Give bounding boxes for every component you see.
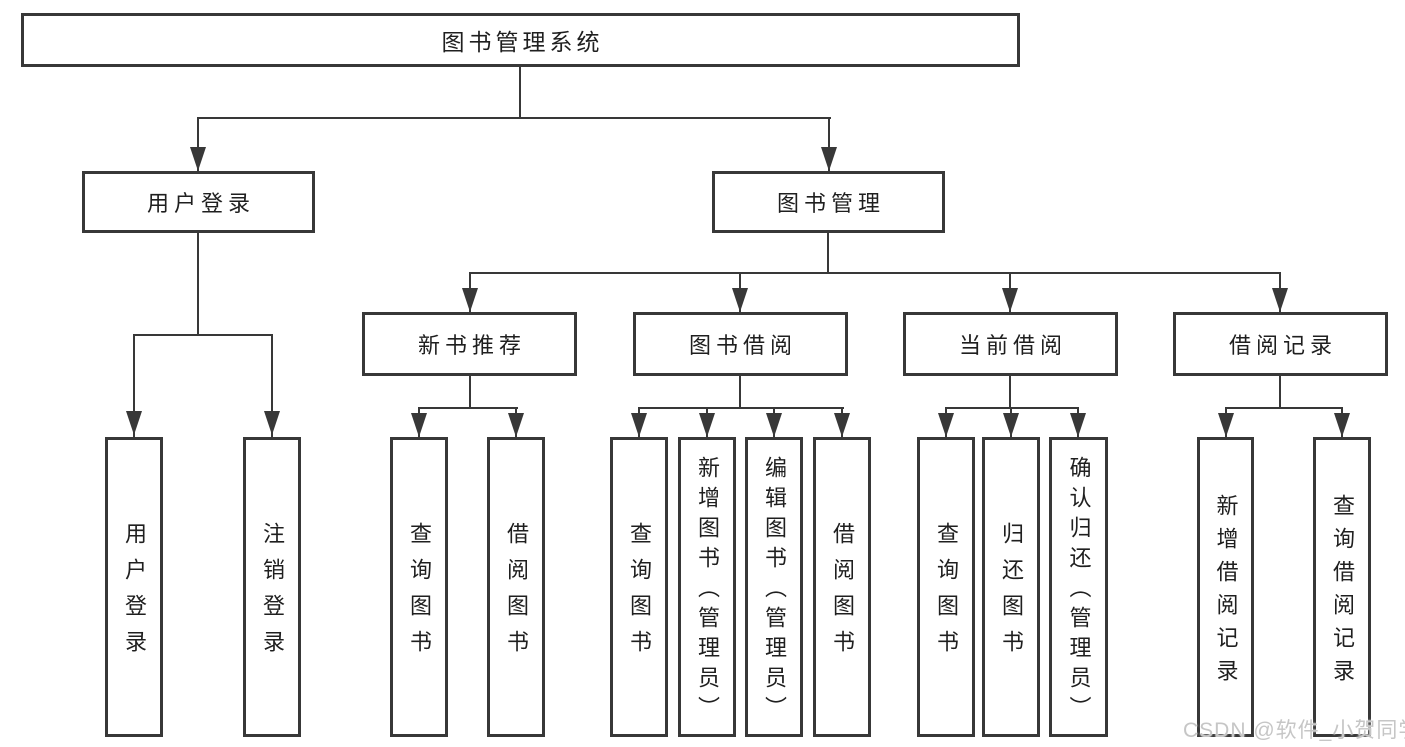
node-recommend-borrow-book: 借阅图书 [487, 437, 545, 737]
node-borrowing-edit-book: 编辑图书（管理员） [745, 437, 803, 737]
arrowhead-icon [699, 413, 715, 437]
node-borrowing-query-book-label: 查询图书 [627, 522, 652, 666]
arrowhead-icon [1070, 413, 1086, 437]
arrowhead-icon [1334, 413, 1350, 437]
edge-user-login-rail [133, 334, 273, 336]
edge-records-rail [1225, 407, 1343, 409]
node-recommend-query-book-label: 查询图书 [407, 522, 432, 666]
node-recommend-query-book: 查询图书 [390, 437, 448, 737]
node-current-return-book-label: 归还图书 [999, 522, 1024, 666]
node-login-label: 用户登录 [122, 522, 147, 666]
edge-borrowing-stem [739, 376, 741, 409]
arrowhead-icon [264, 411, 280, 435]
arrowhead-icon [126, 411, 142, 435]
edge-recommend-stem [469, 376, 471, 409]
node-book-management-branch-label: 图书管理 [776, 191, 885, 216]
node-records-query-record: 查询借阅记录 [1313, 437, 1371, 737]
node-current-borrowing: 当前借阅 [903, 312, 1118, 376]
node-book-borrowing-label: 图书借阅 [688, 333, 797, 358]
node-current-confirm-return: 确认归还（管理员） [1049, 437, 1108, 737]
arrowhead-icon [411, 413, 427, 437]
edge-root-stem [519, 67, 521, 118]
edge-user-login-stem [197, 233, 199, 336]
node-records-add-record-label: 新增借阅记录 [1213, 493, 1239, 692]
edge-records-stem [1279, 376, 1281, 409]
arrowhead-icon [631, 413, 647, 437]
arrowhead-icon [766, 413, 782, 437]
node-user-login-branch: 用户登录 [82, 171, 315, 233]
node-current-confirm-return-label: 确认归还（管理员） [1066, 456, 1092, 726]
edge-current-rail [945, 407, 1079, 409]
node-user-login-branch-label: 用户登录 [146, 191, 255, 216]
node-current-borrowing-label: 当前借阅 [958, 333, 1067, 358]
node-borrowing-edit-book-label: 编辑图书（管理员） [762, 456, 787, 726]
node-login: 用户登录 [105, 437, 163, 737]
arrowhead-icon [938, 413, 954, 437]
edge-book-management-stem [827, 233, 829, 274]
edge-to-login [133, 334, 135, 437]
node-new-book-recommend: 新书推荐 [362, 312, 577, 376]
node-root-label: 图书管理系统 [441, 29, 604, 55]
edge-to-user-login [197, 117, 199, 171]
node-borrowing-borrow-book: 借阅图书 [813, 437, 871, 737]
node-current-query-book-label: 查询图书 [934, 522, 959, 666]
node-borrowing-add-book-label: 新增图书（管理员） [695, 456, 720, 726]
node-logout: 注销登录 [243, 437, 301, 737]
arrowhead-icon [834, 413, 850, 437]
node-records-add-record: 新增借阅记录 [1197, 437, 1254, 737]
arrowhead-icon [821, 147, 837, 171]
edge-to-book-management [828, 117, 830, 171]
node-borrowing-records: 借阅记录 [1173, 312, 1388, 376]
edge-book-management-rail [469, 272, 1281, 274]
arrowhead-icon [1218, 413, 1234, 437]
arrowhead-icon [732, 288, 748, 312]
arrowhead-icon [1002, 288, 1018, 312]
node-records-query-record-label: 查询借阅记录 [1330, 493, 1355, 692]
arrowhead-icon [1272, 288, 1288, 312]
edge-root-rail [197, 117, 831, 119]
node-borrowing-records-label: 借阅记录 [1228, 333, 1337, 358]
edge-current-stem [1009, 376, 1011, 409]
edge-recommend-rail [418, 407, 518, 409]
node-borrowing-query-book: 查询图书 [610, 437, 668, 737]
arrowhead-icon [190, 147, 206, 171]
arrowhead-icon [508, 413, 524, 437]
node-new-book-recommend-label: 新书推荐 [417, 333, 526, 358]
csdn-watermark: CSDN @软件_小贺同学 [1183, 719, 1405, 742]
edge-to-logout [271, 334, 273, 437]
node-borrowing-borrow-book-label: 借阅图书 [830, 522, 855, 666]
edge-borrowing-rail [638, 407, 844, 409]
node-current-query-book: 查询图书 [917, 437, 975, 737]
node-recommend-borrow-book-label: 借阅图书 [504, 522, 529, 666]
node-logout-label: 注销登录 [260, 522, 285, 666]
node-root: 图书管理系统 [21, 13, 1020, 67]
node-borrowing-add-book: 新增图书（管理员） [678, 437, 736, 737]
node-current-return-book: 归还图书 [982, 437, 1040, 737]
node-book-borrowing: 图书借阅 [633, 312, 848, 376]
arrowhead-icon [1003, 413, 1019, 437]
node-book-management-branch: 图书管理 [712, 171, 945, 233]
arrowhead-icon [462, 288, 478, 312]
